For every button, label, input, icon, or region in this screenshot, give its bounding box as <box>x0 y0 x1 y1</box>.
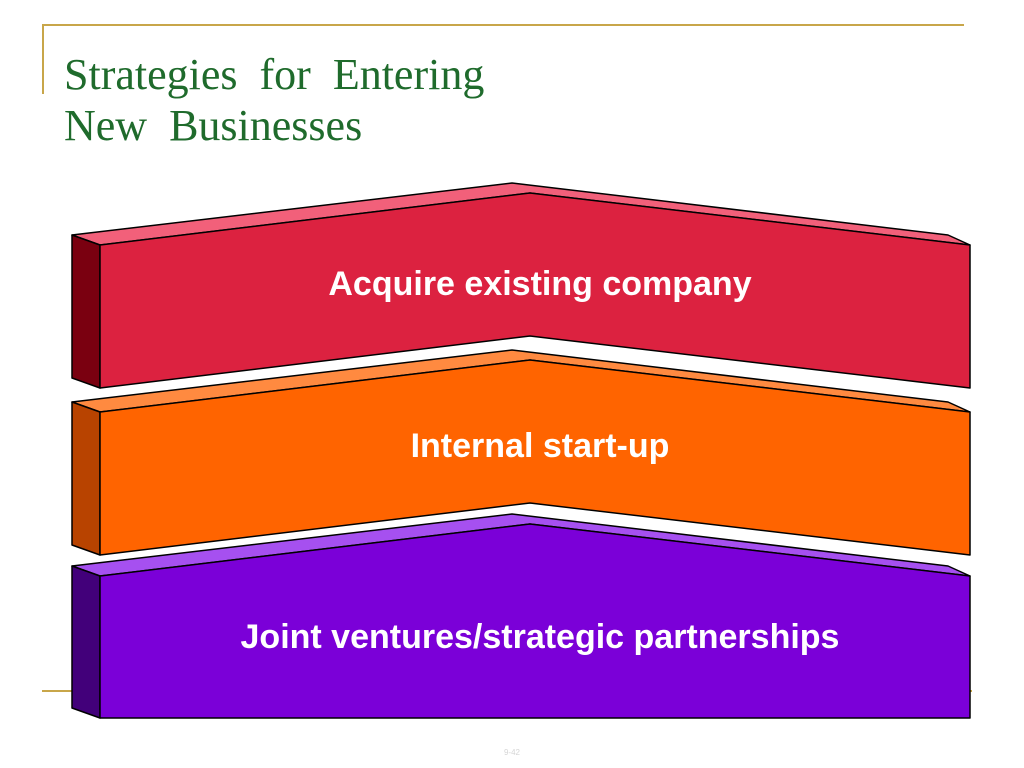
strategy-label: Acquire existing company <box>328 265 751 303</box>
band-side-face <box>71 234 101 389</box>
slide-number: 9-42 <box>503 748 520 757</box>
title-line-2: New Businesses <box>64 100 363 150</box>
slide-title: Strategies for Entering New Businesses <box>64 50 484 151</box>
band-side-face <box>71 401 101 556</box>
strategy-label: Joint ventures/strategic partnerships <box>241 618 840 656</box>
frame-left-rule <box>42 24 44 94</box>
strategy-band-startup: Internal start-up <box>71 349 971 556</box>
band-front-face <box>99 359 971 556</box>
band-side-face <box>71 565 101 719</box>
frame-top-rule <box>42 24 964 26</box>
band-front-face <box>99 523 971 719</box>
band-front-face <box>99 192 971 389</box>
strategy-label: Internal start-up <box>411 427 670 465</box>
title-line-1: Strategies for Entering <box>64 50 485 99</box>
strategy-band-joint-ventures: Joint ventures/strategic partnerships <box>71 513 971 719</box>
strategy-band-acquire: Acquire existing company <box>71 182 971 389</box>
